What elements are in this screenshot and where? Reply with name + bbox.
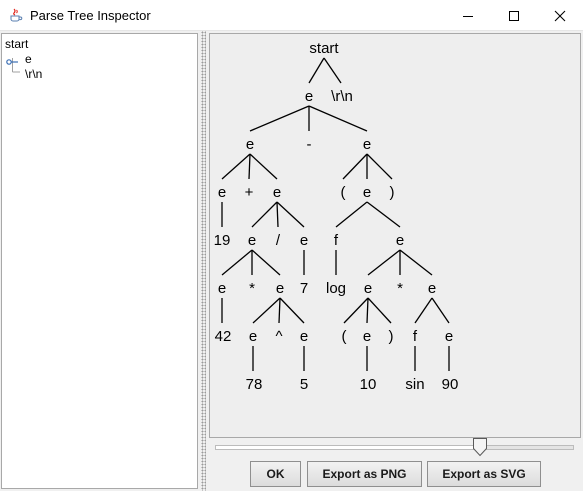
tree-edges — [221, 57, 450, 371]
node-10: 10 — [360, 376, 377, 393]
node-e-root: e — [305, 88, 313, 105]
close-button[interactable] — [537, 0, 583, 31]
node-e-b: e — [273, 184, 281, 201]
node-crlf: \r\n — [331, 88, 353, 105]
node-e-f: e — [396, 232, 404, 249]
expand-handle-icon[interactable] — [6, 53, 20, 71]
node-sin: sin — [405, 376, 424, 393]
node-e-l: e — [300, 328, 308, 345]
tree-node-e[interactable]: e — [25, 52, 32, 66]
node-90: 90 — [442, 376, 459, 393]
node-star-1: * — [249, 280, 255, 297]
node-e-c: e — [363, 184, 371, 201]
tree-connector-lines — [12, 58, 20, 73]
export-svg-button[interactable]: Export as SVG — [427, 461, 541, 487]
slider-thumb[interactable] — [472, 437, 488, 457]
tree-node-start[interactable]: start — [5, 37, 29, 51]
export-png-button[interactable]: Export as PNG — [307, 461, 422, 487]
minimize-icon — [463, 15, 473, 17]
close-icon — [554, 10, 566, 21]
node-minus: - — [307, 136, 312, 153]
parse-tree-canvas: start e \r\n e - e e + e ( e ) 19 e / e … — [209, 33, 581, 438]
java-cup-icon — [8, 7, 24, 23]
node-e-g: e — [218, 280, 226, 297]
parse-tree-diagram: start e \r\n e - e e + e ( e ) 19 e / e … — [214, 40, 459, 393]
maximize-button[interactable] — [491, 0, 537, 31]
divider-grip — [201, 31, 206, 491]
title-bar: Parse Tree Inspector — [0, 0, 583, 31]
window-title: Parse Tree Inspector — [30, 8, 151, 23]
node-19: 19 — [214, 232, 231, 249]
node-e-i: e — [364, 280, 372, 297]
node-e-a: e — [218, 184, 226, 201]
tree-view[interactable]: start e \r\n — [1, 33, 198, 489]
node-e-n: e — [445, 328, 453, 345]
node-lparen-2: ( — [342, 328, 347, 345]
node-e-m: e — [363, 328, 371, 345]
ok-button[interactable]: OK — [250, 461, 301, 487]
node-rparen-1: ) — [390, 184, 395, 201]
node-78: 78 — [246, 376, 263, 393]
node-5: 5 — [300, 376, 308, 393]
node-start: start — [309, 40, 339, 57]
node-log: log — [326, 280, 346, 297]
tree-node-crlf[interactable]: \r\n — [25, 67, 43, 81]
node-e-e: e — [300, 232, 308, 249]
tree-nodes: start e \r\n e - e e + e ( e ) 19 e / e … — [214, 40, 459, 393]
node-e-left: e — [246, 136, 254, 153]
node-plus: + — [245, 184, 254, 201]
node-f-1: f — [334, 232, 339, 249]
node-rparen-2: ) — [389, 328, 394, 345]
node-e-j: e — [428, 280, 436, 297]
node-slash: / — [276, 232, 281, 249]
maximize-icon — [509, 10, 519, 21]
node-42: 42 — [215, 328, 232, 345]
node-e-k: e — [249, 328, 257, 345]
node-star-2: * — [397, 280, 403, 297]
node-e-right: e — [363, 136, 371, 153]
slider-fill — [216, 446, 474, 449]
node-f-2: f — [413, 328, 418, 345]
node-caret: ^ — [275, 328, 282, 345]
minimize-button[interactable] — [445, 0, 491, 31]
split-divider[interactable] — [199, 31, 208, 491]
client-area: start e \r\n — [0, 31, 583, 491]
node-7: 7 — [300, 280, 308, 297]
zoom-slider[interactable] — [215, 435, 574, 459]
node-e-d: e — [248, 232, 256, 249]
node-e-h: e — [276, 280, 284, 297]
node-lparen-1: ( — [341, 184, 346, 201]
